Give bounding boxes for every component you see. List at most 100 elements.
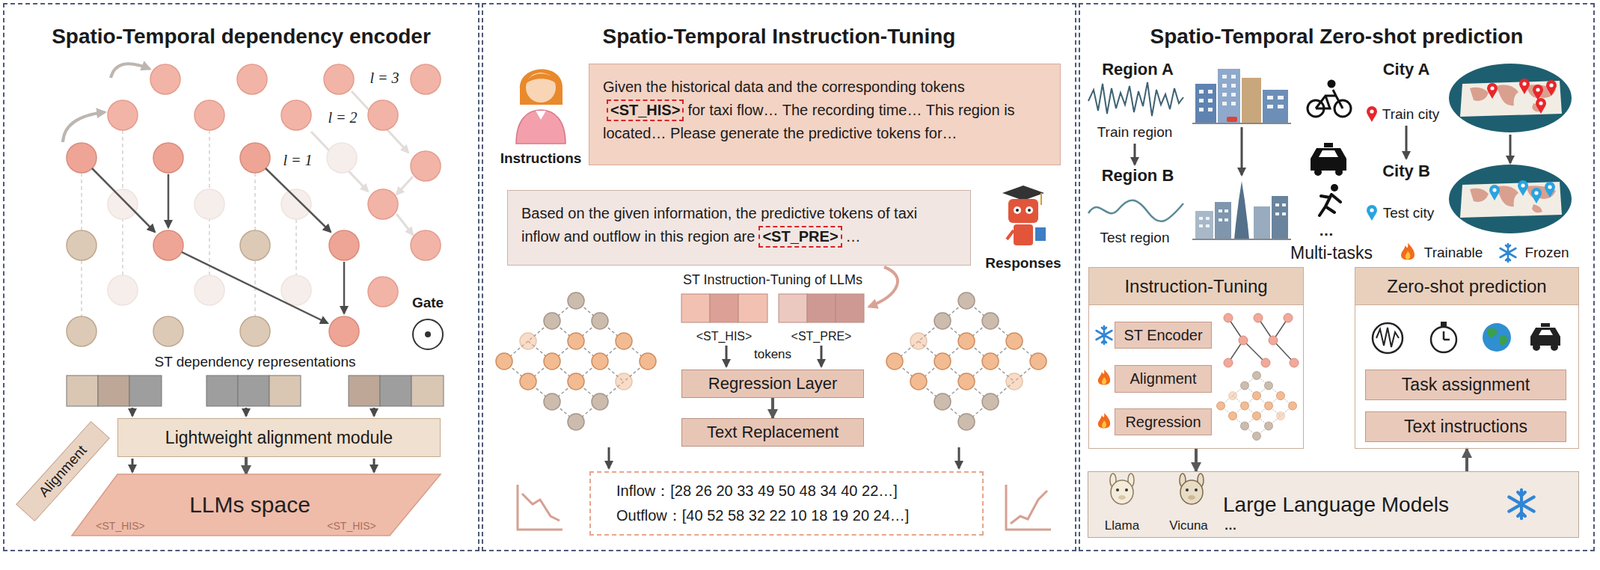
flow-arrow (131, 407, 134, 416)
dependency-graph (396, 213, 413, 235)
flow-arrow (373, 407, 376, 416)
location-pin (1366, 204, 1378, 221)
caption-label: ST dependency representations (154, 353, 357, 371)
trend-icon (522, 493, 560, 521)
dependency-graph (62, 112, 105, 143)
section-label: Region B (1101, 166, 1175, 186)
llm-bar: Large Language Models (1087, 471, 1580, 538)
flow-arrow (1405, 125, 1408, 159)
box-label: Regression Layer (708, 374, 838, 394)
location-pin (1532, 84, 1544, 101)
skyline-icon (1234, 181, 1250, 240)
instructor-icon (535, 110, 547, 120)
parallelogram-outline (71, 474, 441, 536)
caption-label: Multi-tasks (1290, 243, 1373, 264)
section-label: City A (1383, 59, 1431, 80)
location-pin (1487, 83, 1498, 99)
instructor-icon (519, 69, 563, 105)
dependency-graph (107, 142, 357, 306)
mini-graph (1223, 313, 1299, 368)
gate-symbol (412, 319, 443, 350)
dependency-graph (329, 316, 360, 347)
flow-arrow (1509, 134, 1512, 164)
city-buildings-icon (1262, 89, 1289, 124)
city-buildings-icon (1217, 68, 1241, 124)
sub-label: Train city (1382, 106, 1440, 123)
runner-icon (1330, 184, 1339, 192)
signal-wave (1088, 200, 1184, 222)
module-box: ST Encoder (1114, 321, 1212, 349)
map-icon (1448, 63, 1572, 133)
dependency-graph (368, 276, 398, 307)
mini-graph (1223, 313, 1299, 368)
robot-icon (1025, 206, 1034, 214)
task-icons (1482, 323, 1511, 352)
representation-vectors (237, 375, 270, 407)
map-icon (1448, 164, 1572, 234)
section-label: City B (1382, 161, 1431, 182)
dependency-graph (281, 275, 312, 306)
icon-caption: Responses (985, 255, 1061, 272)
task-icons (1530, 327, 1561, 346)
box-label: Text Replacement (706, 422, 839, 443)
representation-vectors (66, 375, 444, 407)
robot-icon (1015, 208, 1019, 212)
task-icons (1532, 343, 1541, 351)
bike-icon (1307, 80, 1351, 117)
frozen-icon (1096, 326, 1113, 345)
dependency-graph (281, 189, 312, 220)
representation-vectors (206, 375, 238, 407)
connector-arrow (244, 457, 248, 475)
skyline-icon (1271, 195, 1289, 240)
dependency-graph (107, 100, 138, 131)
location-pin (1489, 184, 1500, 201)
mini-graph (1238, 335, 1248, 345)
dependency-graph (194, 189, 225, 220)
connector-arrow (771, 397, 775, 419)
city-buildings-icon (1192, 68, 1292, 124)
bike-icon (1328, 80, 1335, 87)
flow-arrow (1240, 127, 1244, 176)
mini-network (1217, 371, 1298, 441)
sub-label: Test region (1100, 229, 1170, 247)
token-bars (709, 293, 739, 323)
model-name: Llama (1104, 518, 1140, 534)
task-icons (1538, 329, 1553, 336)
mini-graph (1253, 313, 1263, 323)
series-text: Inflow：[28 26 20 33 49 50 48 34 40 22…] (616, 480, 983, 502)
box-label: Task assignment (1401, 374, 1530, 395)
dependency-graph (167, 174, 170, 228)
dependency-graph (368, 100, 398, 131)
token-bars (835, 293, 864, 323)
dependency-graph (194, 100, 225, 131)
token-bars (807, 293, 836, 323)
representation-vectors (411, 375, 444, 407)
location-pin (1546, 80, 1557, 96)
location-pin (1531, 187, 1542, 204)
runner-icon (1319, 184, 1341, 216)
robot-icon (1035, 227, 1046, 241)
mini-graph (1261, 358, 1271, 368)
dependency-graph (194, 275, 225, 306)
task-icons (1372, 323, 1403, 354)
task-icons (1443, 331, 1450, 340)
dependency-graph (153, 142, 184, 173)
response-box: Based on the given information, the pred… (507, 189, 971, 266)
dependency-graph (66, 142, 360, 347)
panel-heading: Instruction-Tuning (1124, 276, 1268, 297)
panel-header: Instruction-Tuning (1089, 267, 1304, 306)
taxi-icon (1314, 168, 1322, 176)
signal-wave (1088, 82, 1184, 116)
taxi-icon (1318, 150, 1339, 158)
flow-arrow (725, 345, 728, 367)
legend-text: Frozen (1524, 244, 1569, 262)
representation-vectors (348, 375, 380, 407)
dependency-graph (240, 316, 271, 347)
token-tag: <ST_HIS> (606, 99, 684, 122)
dependency-graph (150, 64, 181, 95)
instruction-box: Given the historical data and the corres… (588, 63, 1061, 166)
flow-arrow (820, 345, 823, 367)
legend-text: Trainable (1424, 244, 1484, 262)
gate-symbol (424, 331, 431, 338)
